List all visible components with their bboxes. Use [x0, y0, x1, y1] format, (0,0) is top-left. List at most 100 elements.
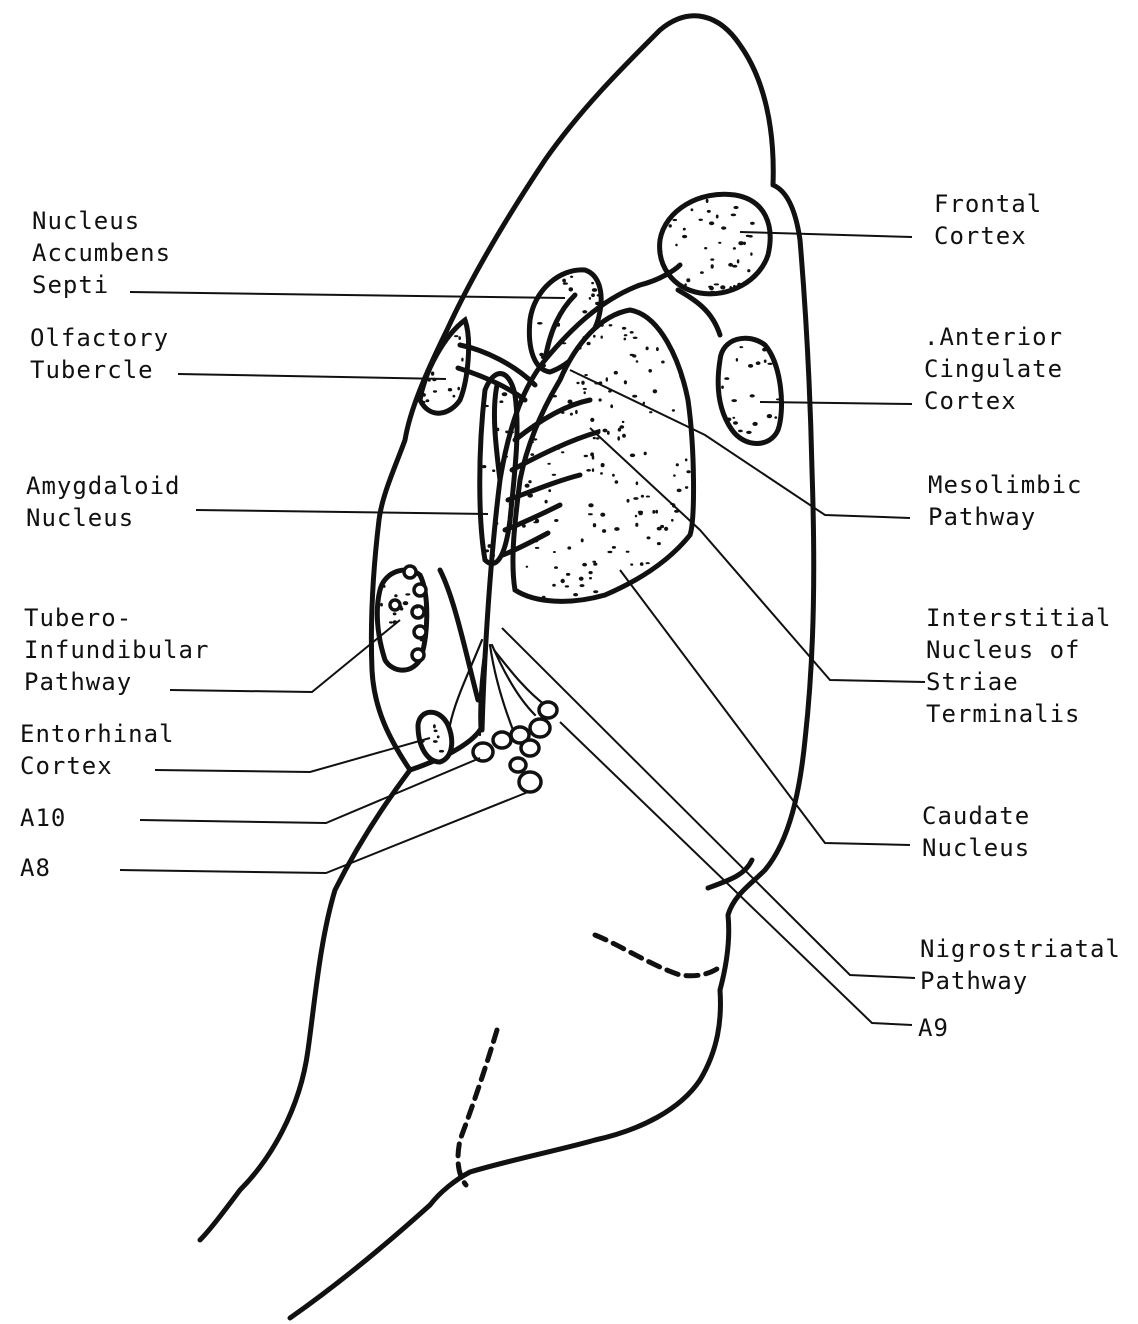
stipple-dot: [635, 523, 638, 527]
stipple-dot: [561, 451, 564, 453]
stipple-dot: [505, 456, 508, 458]
stipple-dot: [610, 404, 613, 408]
stipple-dot: [493, 415, 496, 417]
label-frontal-cortex: Frontal Cortex: [934, 188, 1042, 252]
stipple-dot: [592, 468, 594, 472]
stipple-dot: [522, 524, 526, 527]
stipple-dot: [706, 199, 709, 203]
label-a8: A8: [20, 852, 51, 884]
stipple-dot: [624, 380, 627, 384]
stipple-dot: [603, 429, 608, 433]
stipple-dot: [569, 287, 574, 291]
stipple-dot: [733, 247, 736, 250]
stipple-dot: [530, 453, 534, 456]
stipple-dot: [624, 334, 628, 336]
stipple-dot: [727, 418, 732, 422]
stipple-dot: [673, 268, 677, 270]
label-a9: A9: [918, 1012, 949, 1044]
stipple-dot: [511, 431, 514, 433]
stipple-dot: [636, 481, 639, 485]
label-caudate-nucleus: Caudate Nucleus: [922, 800, 1030, 864]
stipple-dot: [748, 364, 753, 368]
stipple-dot: [509, 502, 513, 506]
stipple-dot: [488, 544, 492, 548]
stipple-dot: [699, 219, 703, 221]
stipple-dot: [738, 241, 743, 245]
stipple-dot: [541, 356, 545, 359]
stipple-dot: [394, 594, 397, 597]
stipple-dot: [463, 383, 465, 386]
stipple-dot: [686, 470, 690, 473]
stipple-dot: [590, 418, 594, 422]
stipple-dot: [532, 438, 537, 440]
stipple-dot: [710, 258, 714, 260]
stipple-dot: [461, 358, 463, 362]
stipple-dot: [584, 374, 588, 376]
stipple-dot: [595, 302, 600, 305]
stipple-dot: [537, 322, 543, 325]
stipple-dot: [542, 364, 546, 368]
stipple-dot: [606, 377, 608, 381]
stipple-dot: [593, 523, 596, 527]
midbrain-cell-groups: [473, 702, 557, 792]
label-nigrostriatal-pathway: Nigrostriatal Pathway: [920, 933, 1121, 997]
stipple-dot: [738, 430, 743, 433]
stipple-dot: [591, 293, 595, 297]
stipple-dot: [562, 279, 566, 283]
stipple-dot: [710, 291, 715, 293]
stipple-dot: [670, 503, 675, 505]
stipple-dot: [592, 288, 597, 292]
stipple-dot: [739, 346, 743, 348]
entorhinal-cortex-region: [418, 712, 452, 762]
stipple-dot: [648, 369, 652, 373]
stipple-dot: [565, 585, 569, 587]
stipple-dot: [403, 601, 409, 605]
stipple-dot: [528, 480, 531, 483]
stipple-dot: [434, 730, 438, 733]
label-nucleus-accumbens: Nucleus Accumbens Septi: [32, 205, 171, 301]
stipple-dot: [668, 270, 673, 273]
stipple-dot: [433, 724, 436, 728]
stipple-dot: [529, 441, 534, 443]
stipple-dot: [545, 500, 548, 504]
stipple-dot: [748, 235, 752, 238]
stipple-dot: [649, 411, 652, 413]
stipple-dot: [614, 527, 619, 531]
stipple-dot: [548, 489, 551, 492]
stipple-dot: [567, 546, 571, 549]
stipple-dot: [589, 297, 591, 300]
stipple-dot: [752, 422, 757, 426]
leader-nucleus-accumbens: [130, 292, 565, 298]
stipple-dot: [653, 389, 658, 393]
stipple-dot: [609, 324, 613, 326]
stipple-dot: [589, 571, 593, 574]
stipple-dot: [643, 402, 645, 405]
stipple-dot: [669, 224, 672, 227]
stipple-dot: [565, 600, 567, 602]
stipple-dot: [420, 639, 425, 641]
stipple-dot: [561, 412, 564, 414]
label-entorhinal-cortex: Entorhinal Cortex: [20, 718, 175, 782]
stipple-dot: [583, 336, 587, 339]
stipple-dot: [733, 421, 738, 424]
stipple-dot: [420, 401, 425, 403]
stipple-dot: [575, 410, 578, 414]
stipple-dot: [505, 431, 509, 434]
stipple-dot: [587, 342, 591, 346]
stipple-dot: [652, 510, 655, 514]
stipple-dot: [581, 381, 584, 385]
stipple-dot: [601, 324, 604, 327]
stipple-dot: [601, 336, 603, 339]
label-interstitial-nucleus: Interstitial Nucleus of Striae Terminali…: [926, 602, 1111, 730]
stipple-dot: [674, 510, 679, 513]
label-amygdaloid-nucleus: Amygdaloid Nucleus: [26, 470, 181, 534]
stipple-dot: [679, 375, 682, 378]
stipple-dot: [617, 436, 620, 440]
stipple-dot: [661, 361, 665, 364]
stipple-dot: [647, 536, 651, 539]
fibre-tubero: [440, 570, 478, 700]
stipple-dot: [633, 337, 638, 339]
stipple-dot: [502, 392, 508, 396]
stipple-dot: [493, 522, 498, 526]
stipple-dot: [762, 348, 767, 352]
